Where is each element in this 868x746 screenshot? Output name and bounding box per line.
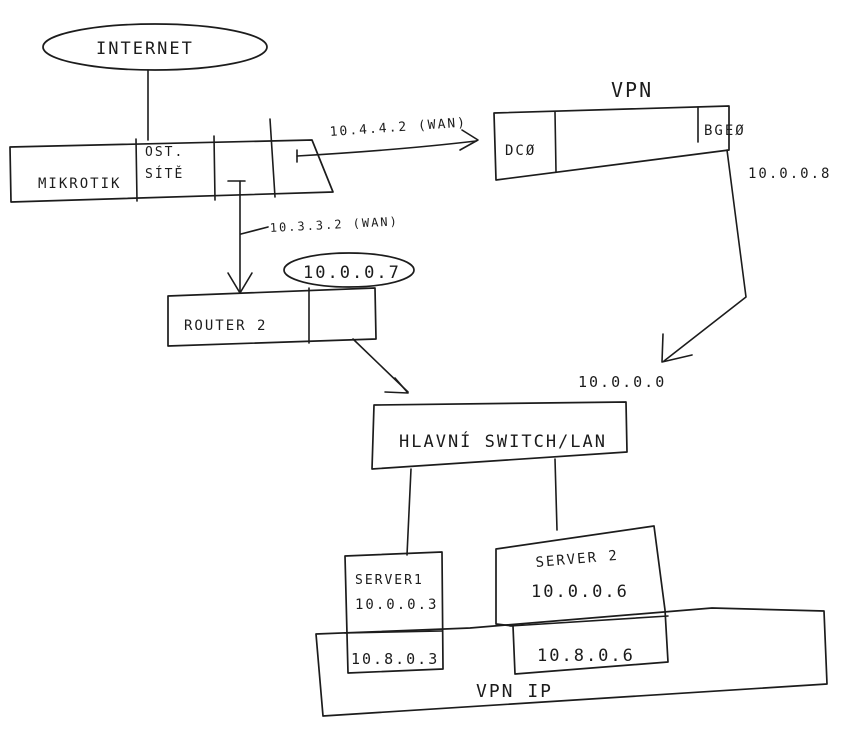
switch-box [371,401,628,470]
server2-ip: 10.0.0.6 [531,582,629,602]
router2-node: ROUTER 2 [167,287,377,347]
server1-name: SERVER1 [355,573,424,588]
arrowhead-to-switch-from-vpn [661,333,693,363]
mikrotik-divider-2 [213,135,216,201]
wan-vpn-label: 10.4.4.2 (WAN) [329,115,467,140]
server1-vpn-ip: 10.8.0.3 [351,650,439,668]
mikrotik-box [9,139,334,203]
server1-box [344,551,444,674]
switch-label: HLAVNÍ SWITCH/LAN [399,430,607,452]
link-switch-server1 [406,468,412,556]
mikrotik-divider-1 [135,138,138,202]
server2-node: SERVER 2 10.0.0.6 10.8.0.6 [495,525,669,675]
server1-node: SERVER1 10.0.0.3 10.8.0.3 [344,551,444,674]
arrowhead-to-vpn [459,129,479,151]
vpn-ip-area: VPN IP [315,607,828,717]
mikrotik-label: MIKROTIK [38,176,121,192]
router-ip-label: 10.0.0.7 [303,263,401,283]
bge-ip-label: 10.0.0.8 [748,166,831,182]
arrowhead-to-switch-from-router [384,377,409,394]
link-switch-server2 [554,458,558,531]
switch-net-label: 10.0.0.0 [578,373,666,391]
vpn-ip-label: VPN IP [476,681,553,702]
vpn-divider-1 [554,111,557,173]
router2-label: ROUTER 2 [184,318,267,334]
ost-label-line2: SÍTĚ [145,166,184,182]
router-ip-ellipse [283,252,415,288]
internet-ellipse [42,23,268,71]
server2-box [495,525,669,675]
mikrotik-node: MIKROTIK OST. SÍTĚ [9,118,334,203]
internet-node: INTERNET [42,23,268,71]
vpn-dc0-label: DCØ [505,143,536,159]
server2-divider [509,615,669,627]
link-vpn-switch [663,149,747,362]
router-ip-node: 10.0.0.7 [283,252,415,288]
router2-box [167,287,377,347]
wan-router-label: 10.3.3.2 (WAN) [269,214,399,235]
vpn-bge0-label: BGEØ [704,123,746,139]
wan-router-pointer [240,226,269,235]
switch-node: HLAVNÍ SWITCH/LAN [371,401,628,470]
server1-ip: 10.0.0.3 [355,597,438,613]
mikrotik-divider-3 [269,118,276,198]
vpn-box [493,105,730,181]
server1-divider [344,630,443,634]
vpn-ip-box [315,607,828,717]
internet-label: INTERNET [96,39,194,59]
vpn-node: VPN DCØ BGEØ [493,78,746,181]
ost-label-line1: OST. [145,145,184,160]
vpn-title: VPN [611,78,653,102]
server2-name: SERVER 2 [535,548,620,571]
server2-vpn-ip: 10.8.0.6 [537,646,635,666]
link-mikrotik-vpn [296,140,477,157]
